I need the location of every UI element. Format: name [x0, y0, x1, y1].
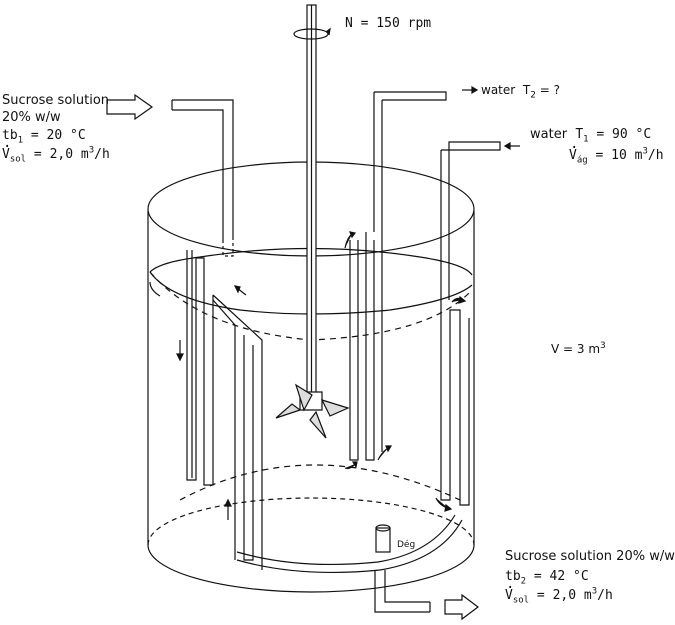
inlet-concentration: 20% w/w — [2, 110, 61, 125]
outlet-arrow — [444, 593, 479, 621]
water-out-arrow — [462, 85, 479, 95]
water-in-flow: Vág = 10 m3/h — [569, 147, 664, 165]
drain-nozzle — [375, 524, 391, 553]
inlet-pipe — [171, 99, 234, 257]
heating-coil-left — [186, 250, 263, 570]
speed-label: N = 150 rpm — [345, 16, 432, 31]
rotation-arrow — [293, 27, 331, 40]
outlet-title: Sucrose solution 20% w/w — [505, 549, 675, 564]
agitator-shaft — [306, 4, 317, 396]
impeller — [275, 383, 350, 439]
water-in-arrow — [503, 141, 520, 151]
water-out-label: water T2 = ? — [481, 83, 560, 101]
coil-bottom-pipe — [236, 514, 463, 574]
drain-label: Dég — [397, 540, 416, 550]
volume-label: V = 3 m3 — [551, 341, 606, 357]
inlet-arrow — [106, 93, 154, 121]
inlet-temperature: tb1 = 20 °C — [2, 128, 86, 146]
tank-bottom-ring — [179, 464, 461, 501]
inlet-flow: Vsol = 2,0 m3/h — [2, 146, 110, 164]
heating-coil-right — [440, 141, 501, 506]
flow-arrows — [176, 231, 467, 520]
outlet-flow: Vsol = 2,0 m3/h — [505, 587, 613, 605]
water-in-label: water T1 = 90 °C — [530, 127, 652, 145]
heating-coil-middle — [349, 91, 447, 461]
outlet-pipe — [374, 570, 431, 613]
outlet-temperature: tb2 = 42 °C — [505, 569, 589, 587]
inlet-title: Sucrose solution — [2, 93, 110, 108]
